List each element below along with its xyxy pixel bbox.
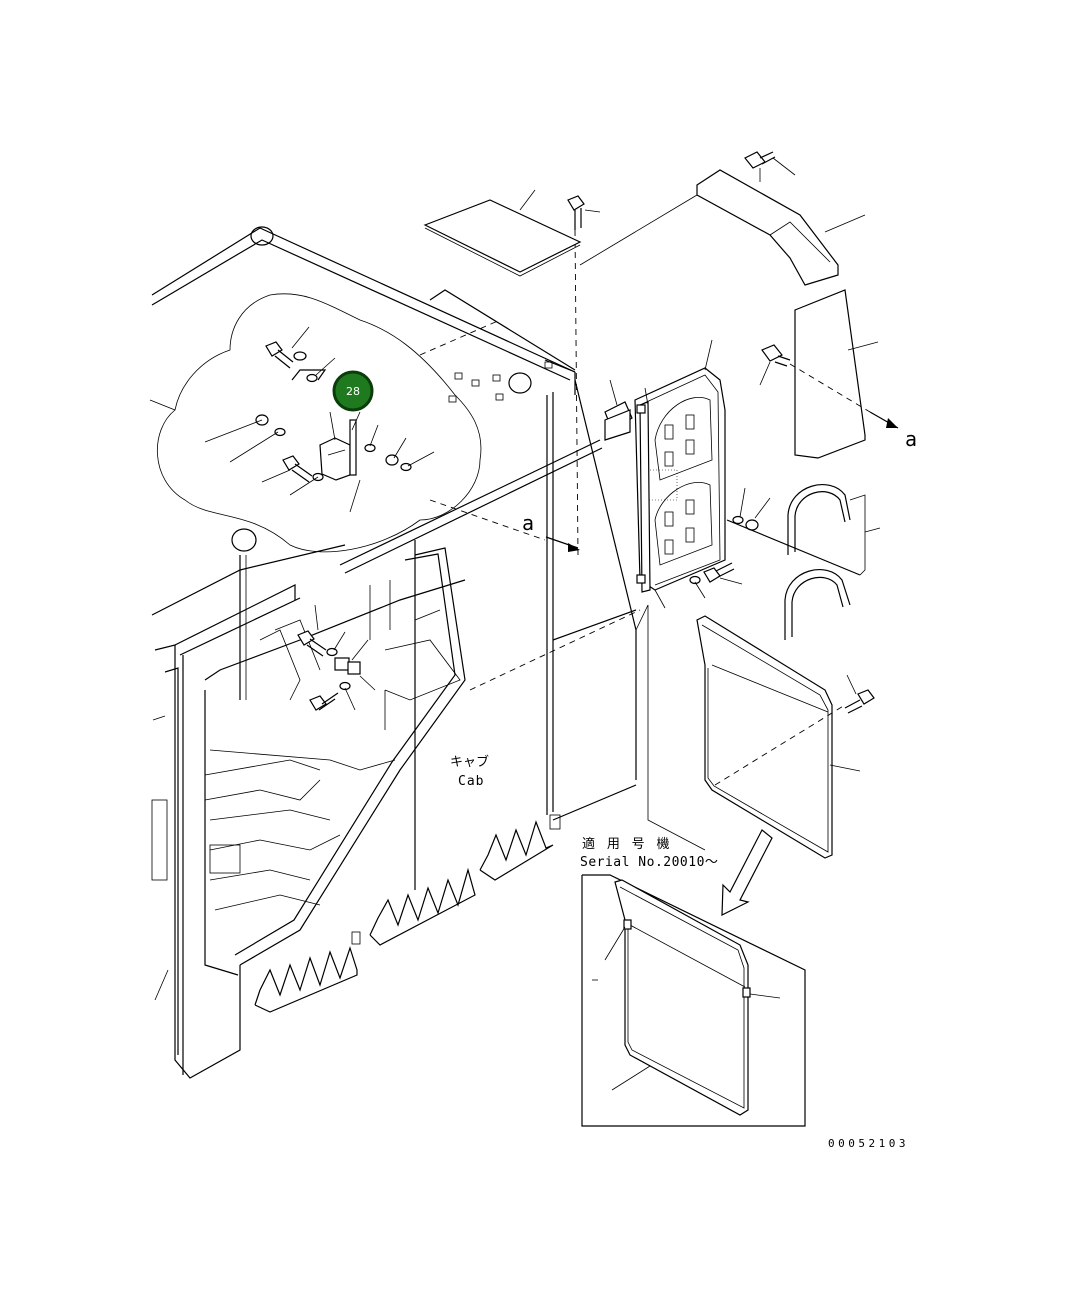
rear-access-panel xyxy=(635,604,875,859)
callout-number: 28 xyxy=(346,385,360,398)
serial-label-jp: 適 用 号 機 xyxy=(582,836,671,852)
rear-side-panel: a xyxy=(759,289,917,459)
cab-label-jp: キャブ xyxy=(450,754,489,770)
detail-bubble xyxy=(149,293,482,553)
callout-circle[interactable] xyxy=(332,370,374,412)
part-callout-28[interactable]: 28 xyxy=(332,370,374,412)
rear-top-cover xyxy=(579,151,866,286)
bolt-icon xyxy=(567,195,585,230)
floor-guard-plates xyxy=(254,540,561,1013)
grab-handles xyxy=(784,484,881,640)
serial-inset: 適 用 号 機 Serial No.20010～ xyxy=(580,829,806,1127)
bolt-icon xyxy=(265,341,294,369)
view-arrow-label-a-mid: a xyxy=(522,511,534,535)
cab-body xyxy=(151,226,641,1079)
bolt-icon xyxy=(282,455,313,483)
bolt-icon xyxy=(297,630,327,657)
rear-console-frame xyxy=(604,339,861,609)
cab-label-en: Cab xyxy=(458,774,484,789)
arrow-icon xyxy=(721,829,773,916)
middle-fastener-cluster xyxy=(297,604,376,711)
bolt-icon xyxy=(844,689,875,714)
bolt-icon xyxy=(703,562,735,583)
bolt-icon xyxy=(761,344,791,367)
view-arrow-label-a: a xyxy=(905,427,917,451)
roof-cover-plate xyxy=(423,189,601,277)
serial-label-en: Serial No.20010～ xyxy=(580,855,718,870)
drawing-number: 00052103 xyxy=(828,1137,909,1150)
view-arrow-a: a xyxy=(522,511,580,552)
bolt-icon xyxy=(309,692,339,711)
bolt-icon xyxy=(744,151,776,169)
